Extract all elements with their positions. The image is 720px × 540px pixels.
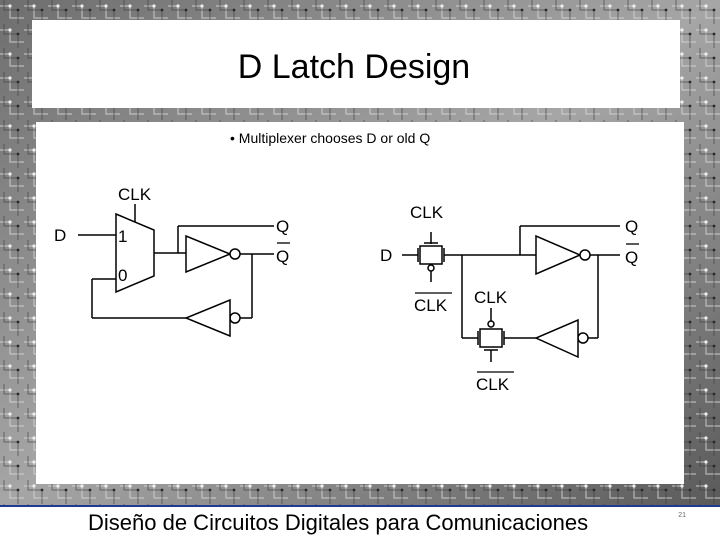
footer-rule bbox=[0, 505, 720, 507]
right-clkbar-bottom-label: CLK bbox=[476, 375, 510, 394]
left-d-label: D bbox=[54, 226, 66, 245]
page-number: 21 bbox=[678, 512, 686, 519]
forward-inverter bbox=[185, 234, 232, 274]
feedback-inverter-right bbox=[534, 318, 579, 359]
slide-title: D Latch Design bbox=[237, 48, 471, 86]
right-clkbar-top-label: CLK bbox=[414, 296, 448, 315]
content-panel bbox=[36, 122, 684, 484]
right-d-label: D bbox=[380, 246, 392, 265]
right-clk-mid-label: CLK bbox=[474, 288, 508, 307]
right-q-label: Q bbox=[625, 217, 638, 236]
left-q-label: Q bbox=[276, 217, 289, 236]
right-qbar-label: Q bbox=[625, 248, 638, 267]
transmission-gate-2 bbox=[479, 328, 503, 348]
multiplexer-shape bbox=[115, 212, 155, 294]
right-clk-top-label: CLK bbox=[410, 203, 444, 222]
title-panel bbox=[32, 20, 680, 108]
footer-text: Diseño de Circuitos Digitales para Comun… bbox=[88, 510, 589, 535]
mux-input-1-label: 1 bbox=[118, 227, 127, 246]
feedback-inverter bbox=[184, 298, 231, 338]
left-clk-label: CLK bbox=[118, 185, 152, 204]
mux-input-0-label: 0 bbox=[118, 266, 127, 285]
forward-inverter-right bbox=[535, 234, 582, 276]
bullet-text: • Multiplexer chooses D or old Q bbox=[230, 130, 431, 146]
left-qbar-label: Q bbox=[276, 247, 289, 266]
transmission-gate-1 bbox=[419, 245, 443, 265]
